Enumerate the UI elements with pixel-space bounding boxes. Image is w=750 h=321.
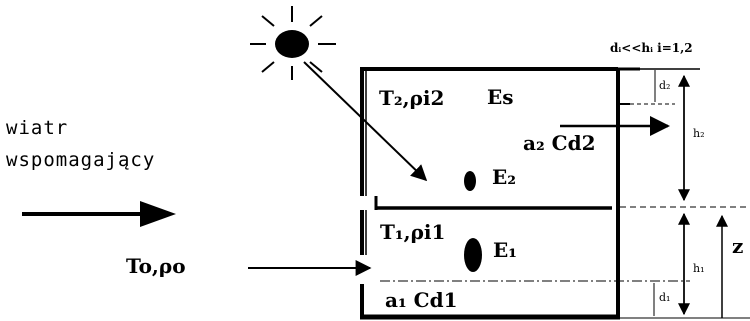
- wind-label-line2: wspomagający: [6, 149, 156, 171]
- upper-source-label: E₂: [492, 165, 517, 189]
- building-outline: [360, 67, 620, 320]
- condition-label: dᵢ<<hᵢ i=1,2: [610, 41, 693, 55]
- wind-label-line1: wiatr: [6, 117, 69, 139]
- h1-label: h₁: [693, 262, 705, 275]
- heat-source-e2: [464, 171, 476, 191]
- d2-label: d₂: [659, 79, 671, 92]
- lower-reference: [380, 280, 690, 316]
- heat-source-e1: [464, 238, 482, 272]
- sun-icon: [250, 6, 336, 80]
- dimension-h: [620, 68, 750, 319]
- d1-label: d₁: [659, 291, 671, 304]
- z-label: z: [732, 234, 744, 258]
- lower-source-label: E₁: [493, 238, 518, 262]
- wind-arrow: [22, 201, 176, 227]
- solar-gain-label: Es: [487, 85, 514, 109]
- ambient-label: To,ρo: [126, 254, 186, 278]
- upper-opening-label: a₂ Cd2: [523, 131, 596, 155]
- lower-opening-label: a₁ Cd1: [385, 288, 458, 312]
- h2-label: h₂: [693, 127, 705, 140]
- upper-opening: [618, 67, 675, 105]
- solar-ray-arrow: [303, 61, 428, 182]
- upper-zone-label: T₂,ρi2: [379, 86, 445, 110]
- lower-zone-label: T₁,ρi1: [380, 220, 446, 244]
